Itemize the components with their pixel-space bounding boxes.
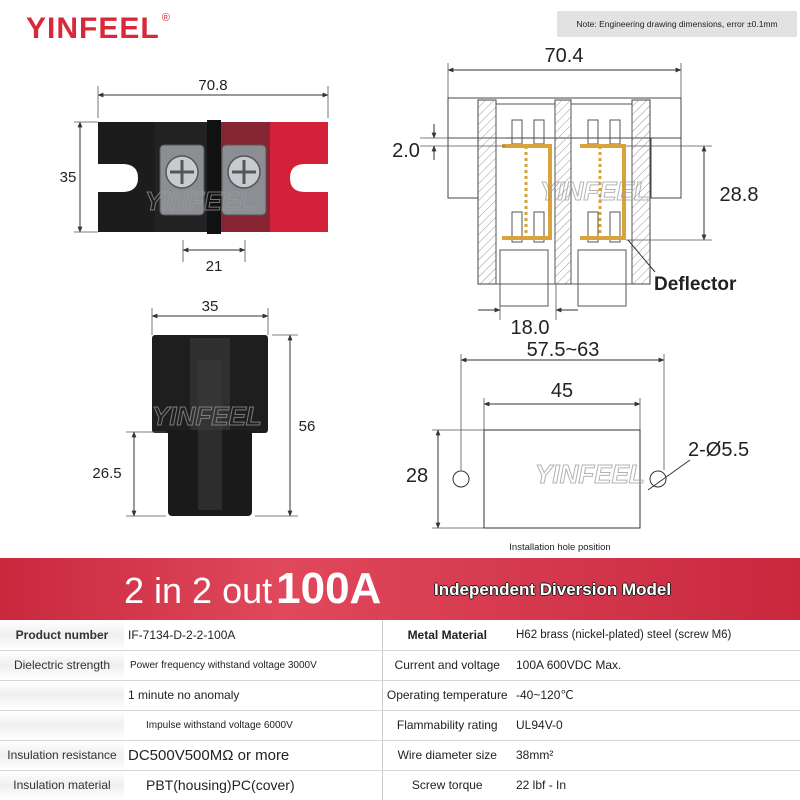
banner-current: 100A [276, 564, 382, 613]
spec-label-2: Metal Material [381, 620, 512, 651]
spec-value: Impulse withstand voltage 6000V [124, 710, 382, 741]
spec-label-2: Current and voltage [381, 650, 512, 681]
top-view: 70.8 35 21 YINFEEL [60, 77, 329, 275]
spec-value: Power frequency withstand voltage 3000V [124, 650, 382, 681]
hole-plate [483, 429, 641, 529]
deflector-label: Deflector [654, 274, 737, 295]
spec-label: Product number [0, 620, 124, 651]
watermark-3: YINFEEL [152, 401, 262, 431]
table-row: 1 minute no anomaly Operating temperatur… [0, 680, 800, 711]
top-width-dim: 70.8 [198, 77, 227, 94]
spec-label-2: Wire diameter size [381, 740, 512, 771]
model-banner: 2 in 2 out100A Independent Diversion Mod… [0, 558, 800, 620]
spec-label-2: Screw torque [381, 770, 512, 800]
hole-caption: Installation hole position [509, 542, 610, 553]
hole-view: 57.5~63 45 28 2-Ø5.5 Installation hole p… [406, 339, 749, 553]
spec-label-2: Operating temperature [381, 680, 512, 711]
top-gap-dim: 2.0 [392, 140, 420, 162]
table-row: Dielectric strength Power frequency with… [0, 650, 800, 681]
pitch-dim: 21 [206, 258, 223, 275]
registered-mark: ® [161, 12, 171, 24]
table-row: Insulation resistance DC500V500MΩ or mor… [0, 740, 800, 771]
dimension-note: Note: Engineering drawing dimensions, er… [557, 11, 797, 37]
watermark-2: YINFEEL [540, 176, 650, 206]
holes-dim: 2-Ø5.5 [688, 439, 749, 461]
banner-title: 2 in 2 out100A [124, 564, 381, 614]
section-width-dim: 70.4 [545, 45, 584, 67]
banner-main: 2 in 2 out [124, 570, 273, 611]
brand-name: YINFEEL [26, 12, 160, 45]
spec-value: DC500V500MΩ or more [124, 740, 382, 771]
spec-label-2: Flammability rating [381, 710, 512, 741]
spacing-dim: 45 [551, 380, 573, 402]
hole-right [649, 470, 667, 488]
spec-value-2: -40~120℃ [512, 680, 800, 711]
side-height-dim: 56 [299, 418, 316, 435]
center-divider [207, 120, 221, 234]
spec-value: 1 minute no anomaly [124, 680, 382, 711]
spec-label [0, 680, 124, 711]
section-height-dim: 28.8 [720, 184, 759, 206]
watermark-4: YINFEEL [535, 459, 645, 489]
spec-table: Product number IF-7134-D-2-2-100A Metal … [0, 620, 800, 800]
section-view: 70.4 2.0 28.8 Deflector [392, 45, 758, 339]
table-row: Impulse withstand voltage 6000V Flammabi… [0, 710, 800, 741]
hole-left [452, 470, 470, 488]
spec-label: Dielectric strength [0, 650, 124, 681]
spec-label: Insulation resistance [0, 740, 124, 771]
watermark-1: YINFEEL [145, 186, 255, 216]
spec-value-2: UL94V-0 [512, 710, 800, 741]
side-lower-dim: 26.5 [92, 465, 121, 482]
spec-value-2: 22 lbf - In [512, 770, 800, 800]
top-height-dim: 35 [60, 169, 77, 186]
plate-height-dim: 28 [406, 465, 428, 487]
spec-value-2: 38mm² [512, 740, 800, 771]
deflector-right [580, 144, 626, 240]
bottom-gap-dim: 18.0 [511, 317, 550, 339]
side-view: 35 56 26.5 YINFEEL [92, 298, 316, 517]
side-width-dim: 35 [202, 298, 219, 315]
banner-model: Independent Diversion Model [434, 580, 672, 599]
spec-label: Insulation material [0, 770, 124, 800]
table-row: Insulation material PBT(housing)PC(cover… [0, 770, 800, 800]
brand-logo: YINFEEL® [26, 12, 171, 46]
spec-value: IF-7134-D-2-2-100A [124, 620, 382, 651]
outer-dim: 57.5~63 [527, 339, 600, 361]
engineering-drawing: 70.8 35 21 YINFEEL 70.4 [60, 45, 759, 553]
spec-value-2: H62 brass (nickel-plated) steel (screw M… [512, 620, 800, 651]
table-row: Product number IF-7134-D-2-2-100A Metal … [0, 620, 800, 651]
spec-label [0, 710, 124, 741]
spec-value-2: 100A 600VDC Max. [512, 650, 800, 681]
spec-value: PBT(housing)PC(cover) [124, 770, 382, 800]
